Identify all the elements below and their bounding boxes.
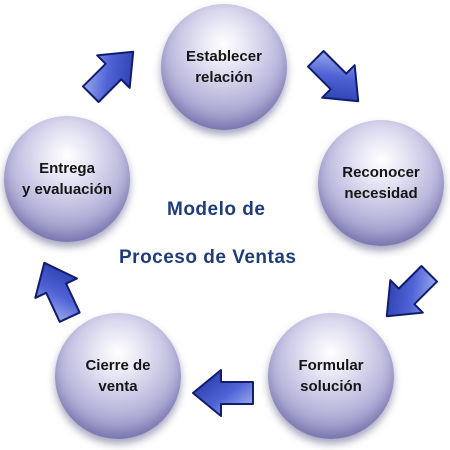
arrow-establecer-to-reconocer [307, 50, 360, 103]
step-entrega-y-evaluacion: Entrega y evaluación [4, 116, 130, 242]
diagram-title-line-2: Proceso de Ventas [119, 247, 297, 268]
step-label: Formular solución [298, 357, 364, 395]
arrow-reconocer-to-formular [385, 265, 438, 318]
step-formular-solucion: Formular solución [268, 313, 394, 439]
step-label: Cierre de venta [85, 357, 151, 395]
arrow-formular-to-cierre [192, 369, 254, 417]
diagram-title-line-1: Modelo de [167, 199, 266, 220]
step-label: Entrega y evaluación [21, 160, 113, 198]
step-label: Reconocer necesidad [342, 164, 420, 202]
arrow-cierre-to-entrega [34, 261, 81, 323]
arrow-entrega-to-establecer [82, 50, 135, 103]
step-establecer-relacion: Establecer relación [161, 4, 287, 130]
step-label: Establecer relación [186, 48, 262, 86]
step-cierre-de-venta: Cierre de venta [55, 313, 181, 439]
step-reconocer-necesidad: Reconocer necesidad [318, 120, 444, 246]
